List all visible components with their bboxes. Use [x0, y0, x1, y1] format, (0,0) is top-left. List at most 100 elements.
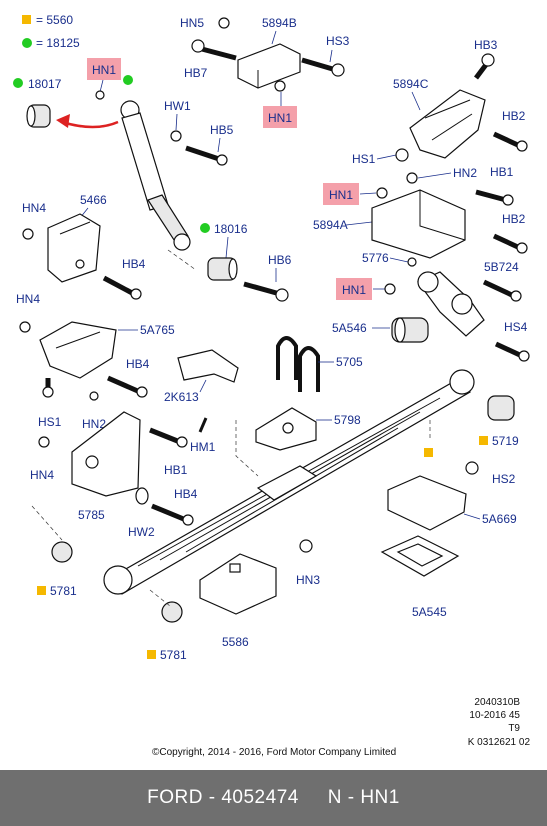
- bolt-hb4-c: [151, 503, 187, 523]
- bolt-hb1-left: [149, 427, 181, 445]
- label-hs3: HS3: [326, 34, 350, 48]
- washer-hw2: [135, 487, 149, 505]
- bolt-hb5: [185, 145, 223, 163]
- bolt-hb4-a: [102, 275, 136, 297]
- green-marker: [13, 78, 23, 88]
- bolt-hs4: [494, 341, 524, 359]
- legend-yellow-square: [22, 15, 31, 24]
- yellow-marker: [479, 436, 488, 445]
- label-hm1: HM1: [190, 440, 216, 454]
- label-5776: 5776: [362, 251, 389, 265]
- label-hw2: HW2: [128, 525, 155, 539]
- meta-t: T9: [508, 723, 520, 734]
- nut-hn3: [299, 539, 313, 553]
- hanger-5785: [71, 411, 141, 497]
- label-hn4-b: HN4: [16, 292, 40, 306]
- label-hb5: HB5: [210, 123, 234, 137]
- meta-code: 2040310B: [474, 697, 520, 708]
- label-5894b: 5894B: [262, 16, 297, 30]
- red-arrow-head: [56, 114, 70, 128]
- label-5798: 5798: [334, 413, 361, 427]
- label-hs2: HS2: [492, 472, 516, 486]
- footer-part-number: 4052474: [221, 787, 299, 808]
- pad-5a669: [387, 475, 467, 531]
- label-hn4-a: HN4: [22, 201, 46, 215]
- bolt-hs3: [301, 57, 337, 73]
- label-5781-b: 5781: [160, 648, 187, 662]
- hanger-5894a: [371, 189, 466, 259]
- label-hn1-left[interactable]: HN1: [92, 63, 116, 77]
- clip-2k613: [177, 349, 239, 383]
- yellow-marker: [147, 650, 156, 659]
- label-2k613: 2K613: [164, 390, 199, 404]
- nut: [407, 257, 417, 267]
- washer-hw1: [170, 130, 182, 142]
- label-hb1-left: HB1: [164, 463, 188, 477]
- bolt-hb2-a: [492, 131, 522, 149]
- label-hb1-right: HB1: [490, 165, 514, 179]
- label-5705: 5705: [336, 355, 363, 369]
- bolt-hb1-right: [475, 189, 507, 203]
- label-hb2-b: HB2: [502, 212, 526, 226]
- green-marker: [200, 223, 210, 233]
- label-hn3: HN3: [296, 573, 320, 587]
- legend-5560: = 5560: [36, 13, 73, 27]
- plate-5798: [255, 407, 317, 451]
- label-5a669: 5A669: [482, 512, 517, 526]
- label-hn1-top[interactable]: HN1: [268, 111, 292, 125]
- bolt-hb6: [243, 281, 281, 297]
- bushing-5a546: [391, 317, 429, 343]
- label-hb7: HB7: [184, 66, 208, 80]
- bushing-18017: [26, 104, 51, 128]
- label-hb4-a: HB4: [122, 257, 146, 271]
- bracket-5894b: [237, 43, 301, 89]
- label-hn4-c: HN4: [30, 468, 54, 482]
- bracket-5466: [47, 213, 101, 283]
- label-5719: 5719: [492, 434, 519, 448]
- nut-hn5: [218, 17, 230, 29]
- label-hn5: HN5: [180, 16, 204, 30]
- label-hb4-c: HB4: [174, 487, 198, 501]
- label-5785: 5785: [78, 508, 105, 522]
- label-5586: 5586: [222, 635, 249, 649]
- shackle-5776: [417, 271, 485, 337]
- label-hn1-low[interactable]: HN1: [342, 283, 366, 297]
- bushing-5781-b: [161, 601, 183, 623]
- highlight-box: [263, 106, 297, 128]
- label-5a546: 5A546: [332, 321, 367, 335]
- footer-brand: FORD: [147, 787, 203, 808]
- label-5b724: 5B724: [484, 260, 519, 274]
- nut-hn1-mid: [376, 187, 388, 199]
- label-5a545: 5A545: [412, 605, 447, 619]
- bracket-5894c: [409, 89, 486, 159]
- bushing-5781-a: [51, 541, 73, 563]
- label-5a765: 5A765: [140, 323, 175, 337]
- bolt-hs1-right: [395, 148, 409, 162]
- label-hb4-b: HB4: [126, 357, 150, 371]
- screw-hm1: [198, 417, 208, 433]
- copyright: ©Copyright, 2014 - 2016, Ford Motor Comp…: [152, 747, 396, 758]
- label-hb3: HB3: [474, 38, 498, 52]
- label-18016: 18016: [214, 222, 248, 236]
- legend-18125: = 18125: [36, 36, 80, 50]
- footer-suffix: N - HN1: [327, 787, 400, 808]
- bolt-hs2: [465, 461, 479, 475]
- label-18017: 18017: [28, 77, 62, 91]
- pad-5a545: [380, 535, 460, 577]
- nut-hn2-right: [406, 172, 418, 184]
- shock-absorber: [120, 100, 191, 251]
- nut-hn4-a: [22, 228, 34, 240]
- label-5894c: 5894C: [393, 77, 429, 91]
- green-marker: [123, 75, 133, 85]
- bushing-18016: [207, 257, 238, 281]
- yellow-marker: [424, 448, 433, 457]
- red-arrow: [61, 120, 119, 129]
- label-hn2-right: HN2: [453, 166, 477, 180]
- u-bolt-5705: [276, 336, 320, 392]
- exploded-parts-diagram: = 5560 = 18125 18017 HN1 18016 HW1 HB5 H…: [13, 13, 530, 758]
- highlight-box: [323, 183, 359, 205]
- legend-green-dot: [22, 38, 32, 48]
- label-hn1-mid[interactable]: HN1: [329, 188, 353, 202]
- leaf-spring: [103, 369, 475, 595]
- highlight-box: [336, 278, 372, 300]
